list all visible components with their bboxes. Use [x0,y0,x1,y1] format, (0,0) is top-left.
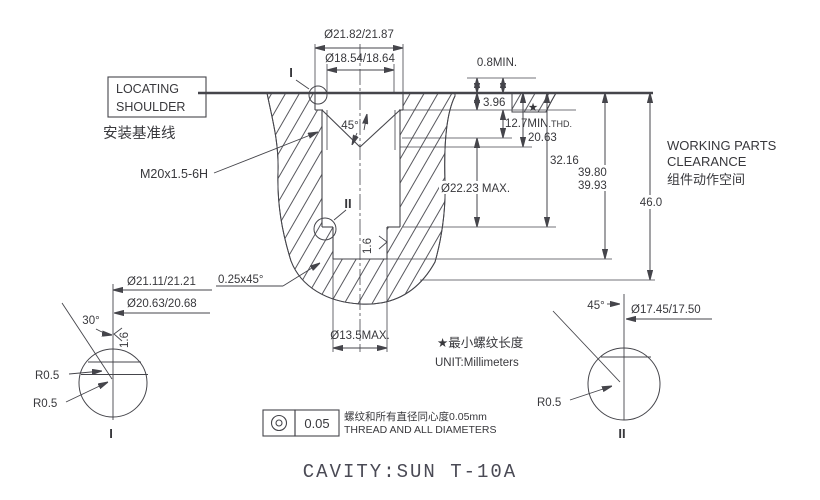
thread-depth-dim: 20.63 [528,132,557,144]
depth-32-dim: 32.16 [550,155,579,167]
detail-1-view-label: I [109,426,113,441]
surface-finish-value: 1.6 [362,238,374,254]
shoulder-depth-dim: 3.96 [483,97,505,109]
thread-bore-dia-dim: Ø18.54/18.64 [325,53,395,65]
detail2-dia-dim: Ø17.45/17.50 [631,304,701,316]
locating-shoulder-line1: LOCATING [116,82,179,96]
concentricity-icon-inner [275,419,283,427]
min-face-dim: 0.8MIN. [477,57,517,69]
star-symbol: ★ [528,102,538,114]
tolerance-note-cn: 螺纹和所有直径同心度0.05mm [344,410,487,423]
dim-text-mask [439,181,531,194]
concentricity-icon [270,414,288,432]
detail1-radius-b-dim: R0.5 [33,398,57,410]
tolerance-note-en: THREAD AND ALL DIAMETERS [344,424,496,436]
datum-cn-label: 安装基准线 [103,125,176,142]
working-parts-line2: CLEARANCE [667,154,747,169]
unit-note: UNIT:Millimeters [435,357,519,369]
counterbore-dia-dim: Ø21.82/21.87 [324,29,394,41]
bore-cutout [322,109,400,227]
detail-marker-circle-1 [308,85,328,105]
clearance-dia-dim: Ø22.23 MAX. [441,183,510,195]
leader-lines [213,79,367,287]
detail1-dia-inner-dim: Ø20.63/20.68 [127,298,197,310]
detail1-finish-value: 1.6 [119,332,131,348]
dim-text-mask [633,195,669,209]
thread-min-dim: 12.7MIN.THD. [505,118,572,130]
locating-shoulder-line2: SHOULDER [116,100,185,114]
min-thread-length-note: ★最小螺纹长度 [437,335,524,350]
detail-view-1: 1.6 Ø21.11/21.21 Ø20.63/20.68 30° R0.5 R… [33,276,212,441]
depth-46-dim: 46.0 [640,197,662,209]
counterbore-cutout [315,93,403,110]
concentricity-frame: 0.05 [262,409,340,437]
detail-2-view-label: II [618,426,625,441]
working-parts-clearance-label: WORKING PARTS CLEARANCE 组件动作空间 [667,138,777,187]
dim-text-mask [576,165,616,191]
thread-spec-label: M20x1.5-6H [140,167,208,181]
detail1-angle-dim: 30° [82,315,99,327]
pilot-dia-dim: Ø13.5MAX. [330,330,389,342]
surface-finish-symbol: 1.6 [362,235,388,254]
detail1-dia-outer-dim: Ø21.11/21.21 [127,276,196,288]
locating-shoulder-callout: LOCATING SHOULDER [107,76,207,118]
detail-1-marker-label: I [289,65,293,80]
chamfer-45-dim: 45° [341,120,358,132]
detail-marker-circle-2 [313,217,337,241]
depth-39b-dim: 39.93 [578,180,607,192]
detail2-radius-dim: R0.5 [537,397,561,409]
detail-view-2: 45° Ø17.45/17.50 R0.5 II [537,294,712,441]
working-parts-line1: WORKING PARTS [667,138,777,153]
tolerance-value: 0.05 [304,416,329,431]
detail-2-marker-label: II [344,196,351,211]
working-parts-cn: 组件动作空间 [667,172,745,187]
detail2-angle-dim: 45° [587,300,604,312]
chamfer-note-dim: 0.25x45° [218,274,264,286]
depth-39a-dim: 39.80 [578,167,607,179]
drawing-title: CAVITY:SUN T-10A [303,461,517,483]
detail1-radius-a-dim: R0.5 [35,370,59,382]
